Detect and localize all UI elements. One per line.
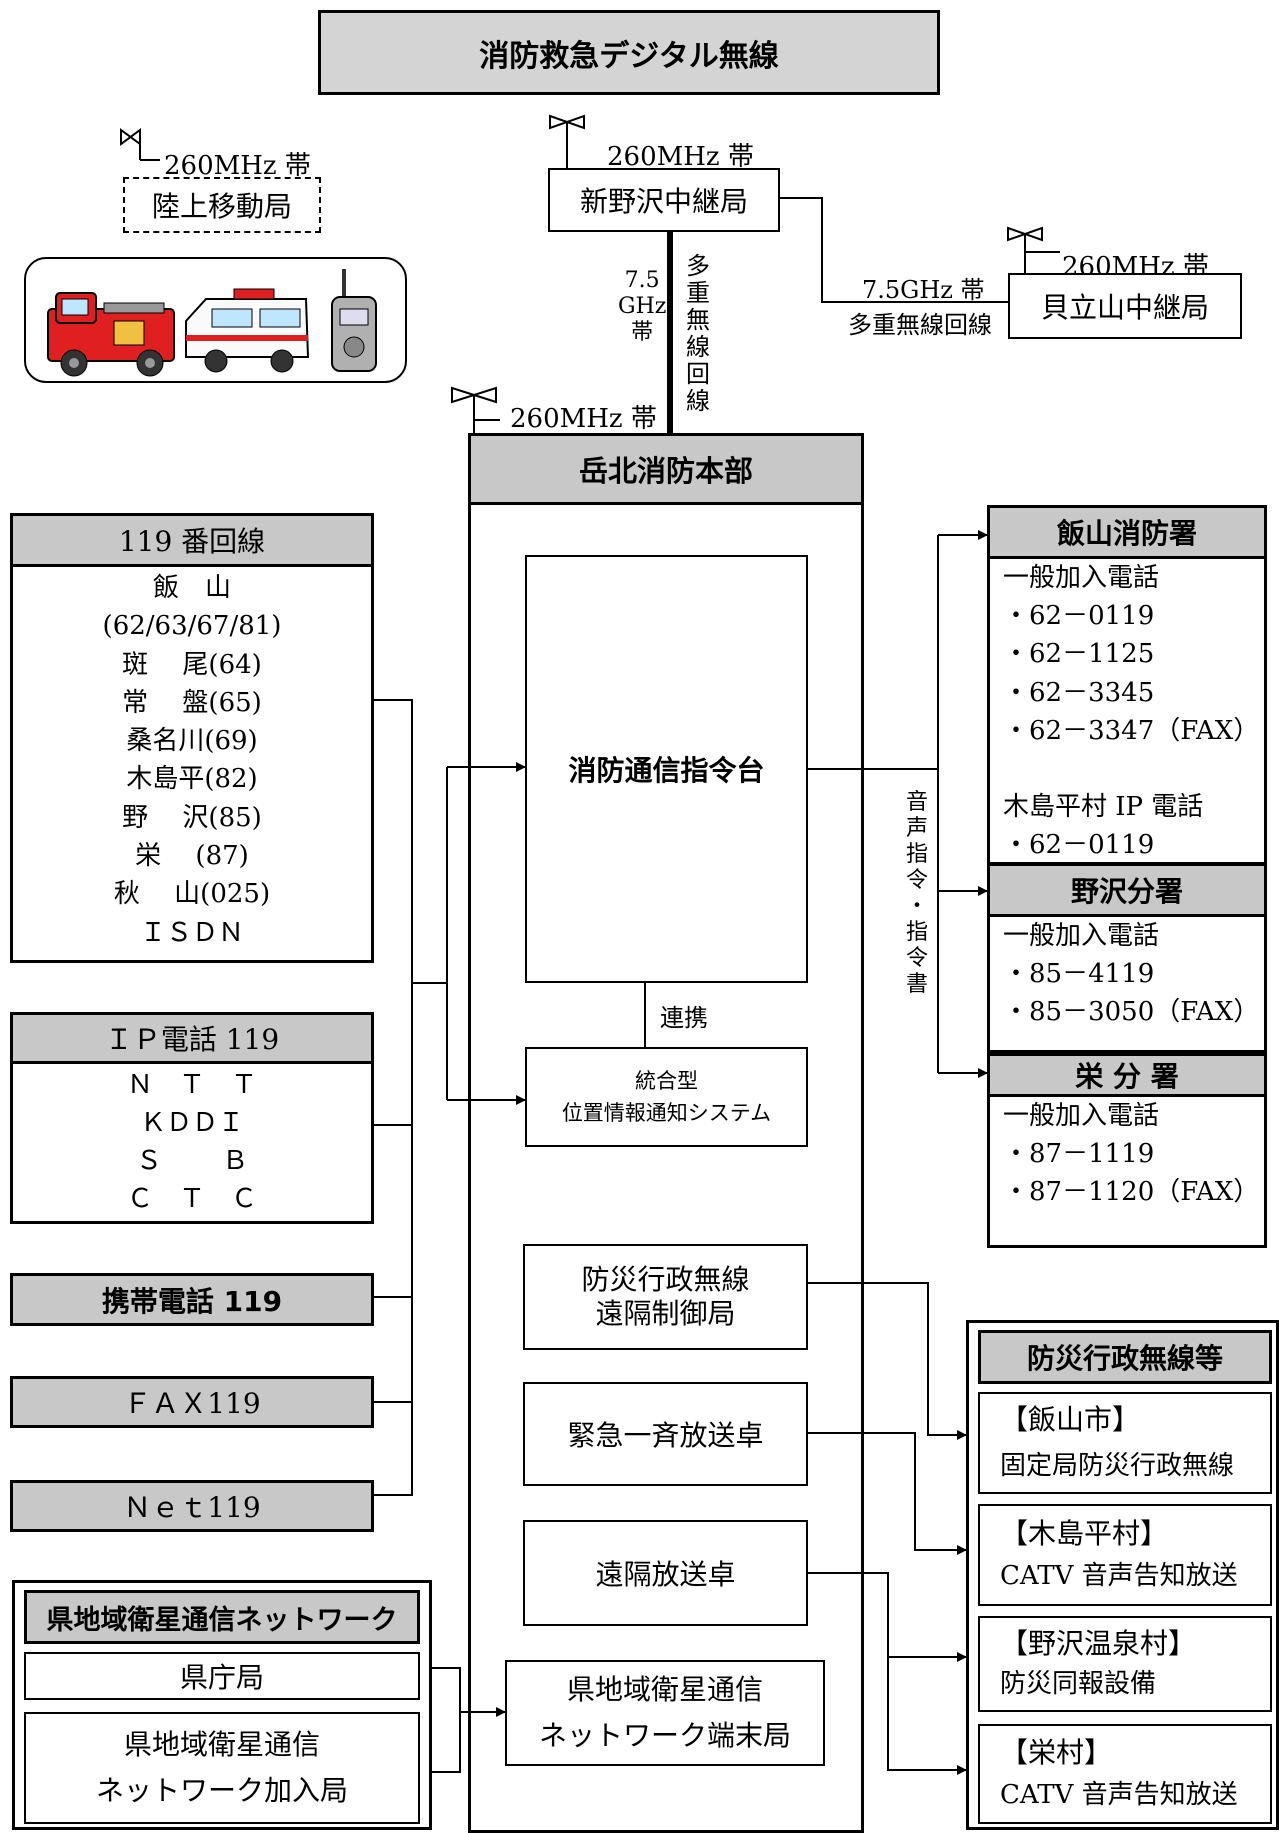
list-item: (62/63/67/81)	[102, 611, 282, 642]
kijimadaira-village-radio: 【木島平村】CATV 音声告知放送	[978, 1504, 1272, 1606]
sakae-branch-phones: 一般加入電話 ・87－1119 ・87－1120（FAX）	[1003, 1101, 1260, 1207]
list-item: 野 沢(85)	[122, 802, 262, 833]
list-item: 木島平(82)	[126, 764, 258, 795]
ip119-list: Ｎ Ｔ Ｔ ＫＤＤＩ Ｓ Ｂ Ｃ Ｔ Ｃ	[13, 1066, 371, 1218]
land-mobile-station: 陸上移動局	[123, 177, 321, 233]
location-notification-system: 統合型位置情報通知システム	[525, 1047, 808, 1147]
ip119-title: ＩＰ電話 119	[10, 1012, 374, 1064]
digital-radio-title: 消防救急デジタル無線	[318, 10, 940, 95]
list-item: 桑名川(69)	[126, 726, 258, 757]
net119: Ｎｅｔ119	[10, 1480, 374, 1532]
antenna-icon-shinnozawa	[549, 114, 585, 168]
list-item: ＫＤＤＩ	[139, 1108, 244, 1138]
list-item: 常 盤(65)	[122, 687, 262, 718]
band-label-shinnozawa: 260MHz 帯	[607, 142, 754, 172]
line119-title: 119 番回線	[10, 513, 374, 567]
link-label: 連携	[660, 1004, 708, 1032]
link-75ghz-label: 7.5GHz 帯	[862, 276, 985, 304]
list-item: 秋 山(025)	[113, 879, 271, 910]
voice-command-label: 音声指令 ・指令書	[906, 790, 929, 998]
nozawa-branch-phones: 一般加入電話 ・85－4119 ・85－3050（FAX）	[1003, 921, 1260, 1027]
command-console: 消防通信指令台	[525, 555, 808, 983]
fire-engine-icon	[47, 292, 175, 377]
list-item: ＩＳＤＮ	[139, 917, 244, 948]
fax119: ＦＡＸ119	[10, 1376, 374, 1428]
iiyama-city-radio: 【飯山市】固定局防災行政無線	[978, 1392, 1272, 1494]
line119-list: 飯 山 (62/63/67/81) 斑 尾(64) 常 盤(65) 桑名川(69…	[13, 567, 371, 952]
line119-panel	[10, 513, 374, 963]
emergency-broadcast-console: 緊急一斉放送卓	[523, 1382, 808, 1486]
band-label-land: 260MHz 帯	[164, 151, 311, 181]
handheld-radio-icon	[331, 269, 377, 372]
vehicles-illustration	[47, 269, 377, 377]
iiyama-station-phones: 一般加入電話 ・62－0119 ・62－1125 ・62－3345 ・62－33…	[1003, 563, 1260, 861]
list-item: Ｓ Ｂ	[135, 1146, 249, 1176]
sakae-branch-title: 栄 分 署	[987, 1053, 1267, 1097]
iiyama-station-title: 飯山消防署	[987, 505, 1267, 559]
hq-title: 岳北消防本部	[468, 433, 864, 505]
nozawa-branch-title: 野沢分署	[987, 863, 1267, 917]
link-multiplex-label: 多重無線回線	[848, 311, 992, 339]
ambulance-icon	[185, 288, 310, 373]
vehicles-panel	[24, 257, 407, 383]
shinnozawa-relay-station: 新野沢中継局	[548, 168, 780, 232]
sakae-village-radio: 【栄村】CATV 音声告知放送	[978, 1724, 1272, 1824]
iiyama-station-panel	[987, 505, 1267, 865]
antenna-icon-land	[120, 128, 160, 161]
remote-broadcast-console: 遠隔放送卓	[523, 1520, 808, 1626]
satellite-network-title: 県地域衛星通信ネットワーク	[24, 1590, 420, 1644]
nozawaonsen-village-radio: 【野沢温泉村】防災同報設備	[978, 1616, 1272, 1712]
list-item: 斑 尾(64)	[122, 649, 262, 680]
mobile119: 携帯電話 119	[10, 1273, 374, 1326]
list-item: 栄 (87)	[135, 841, 249, 872]
kaidateyama-relay-station: 貝立山中継局	[1008, 273, 1242, 339]
satellite-member-station: 県地域衛星通信ネットワーク加入局	[24, 1712, 420, 1824]
antenna-icon-hq	[451, 386, 500, 435]
list-item: Ｃ Ｔ Ｃ	[126, 1184, 257, 1214]
disaster-radio-title: 防災行政無線等	[978, 1330, 1272, 1384]
list-item: Ｎ Ｔ Ｔ	[126, 1070, 257, 1100]
prefecture-station: 県庁局	[24, 1652, 420, 1700]
list-item: 飯 山	[152, 573, 231, 603]
trunk-multiplex-label: 多重無 線回線	[686, 252, 710, 415]
antenna-icon-kaidateyama	[1007, 226, 1060, 273]
disaster-radio-remote-station: 防災行政無線遠隔制御局	[523, 1244, 808, 1350]
band-label-hq: 260MHz 帯	[510, 404, 657, 434]
satellite-network-terminal: 県地域衛星通信ネットワーク端末局	[505, 1660, 825, 1766]
